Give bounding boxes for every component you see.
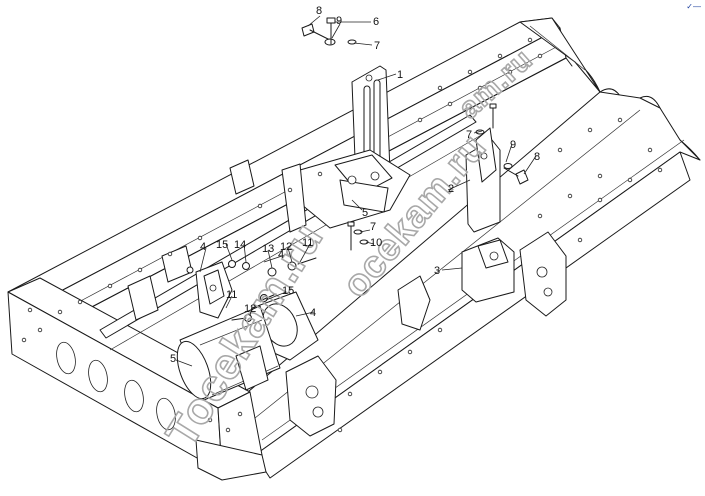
callout-3: 3 bbox=[434, 265, 440, 277]
callout-9-top: 9 bbox=[336, 15, 342, 27]
callout-14: 14 bbox=[234, 239, 246, 251]
callout-7-mid: 7 bbox=[370, 221, 376, 233]
front-spring-hanger bbox=[235, 345, 337, 437]
callout-4-lower: 4 bbox=[310, 307, 316, 319]
callout-4-left: 4 bbox=[200, 241, 206, 253]
rear-gusset bbox=[519, 231, 567, 317]
callout-13: 13 bbox=[262, 243, 274, 255]
callout-2: 2 bbox=[448, 183, 454, 195]
callout-7-right: 7 bbox=[466, 129, 472, 141]
callout-10: 10 bbox=[370, 237, 382, 249]
callout-labels: 8 9 6 7 1 7 9 8 2 5 7 10 4 15 14 13 12 1… bbox=[170, 5, 540, 365]
callout-12-lower: 12 bbox=[244, 303, 256, 315]
callout-9-right: 9 bbox=[510, 139, 516, 151]
callout-5-lower: 5 bbox=[170, 353, 176, 365]
callout-5-top: 5 bbox=[362, 207, 368, 219]
callout-11-top: 11 bbox=[302, 237, 313, 249]
callout-8-right: 8 bbox=[534, 151, 540, 163]
mount-4-left bbox=[195, 261, 233, 319]
callout-7-top: 7 bbox=[374, 40, 380, 52]
callout-15-left: 15 bbox=[216, 239, 228, 251]
callout-12-top: 12 bbox=[280, 241, 292, 253]
callout-6: 6 bbox=[373, 16, 379, 28]
callout-8-top: 8 bbox=[316, 5, 322, 17]
mount-3 bbox=[397, 237, 515, 331]
callout-11-lower: 11 bbox=[226, 289, 237, 301]
callout-leaders bbox=[175, 15, 537, 367]
rivet-holes bbox=[21, 37, 663, 433]
corner-mark-icon: ✓— bbox=[686, 2, 701, 11]
callout-4-mid: 4 bbox=[278, 249, 284, 261]
mount-5-top bbox=[281, 149, 411, 233]
callout-1: 1 bbox=[397, 69, 403, 81]
side-brackets bbox=[127, 159, 255, 321]
bracket-2 bbox=[465, 127, 501, 233]
callout-15-lower: 15 bbox=[282, 285, 294, 297]
rear-crossmember bbox=[519, 17, 601, 93]
